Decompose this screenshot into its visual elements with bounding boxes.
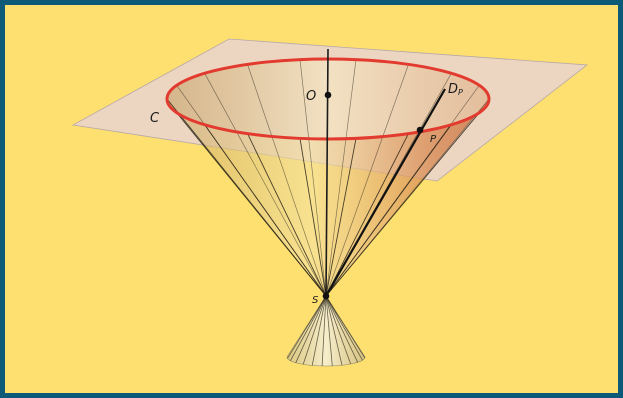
generator-line (247, 64, 327, 297)
lower-generator-line (321, 295, 327, 367)
label-point: P (430, 134, 437, 145)
generator-line (176, 85, 327, 297)
generator-line (166, 98, 327, 297)
lower-generator-line (325, 295, 359, 363)
lower-generator-line (325, 295, 363, 361)
lower-generator-line (325, 295, 333, 366)
label-generatrix-sub: P (458, 88, 463, 97)
generator-line (325, 112, 480, 297)
center-point (324, 91, 332, 99)
lower-generator-line (325, 295, 366, 359)
label-apex: S (312, 295, 319, 306)
diagram-frame: O C S P DP (5, 5, 618, 393)
lower-generator-line (287, 295, 327, 359)
apex-point (322, 292, 330, 300)
point-on-circle (416, 126, 424, 134)
lower-generator-line (290, 295, 327, 361)
generator-line (325, 64, 409, 297)
lower-generator-line (311, 295, 327, 366)
generator-line (325, 138, 357, 297)
generator-line (325, 59, 357, 297)
generator-line (299, 59, 327, 297)
generator-line (325, 85, 480, 297)
cone-upper-nappe (167, 99, 489, 296)
generator-line (204, 73, 327, 297)
generator-line (325, 133, 409, 297)
axis (325, 48, 329, 297)
lower-generator-line (295, 295, 327, 363)
cone-diagram: O C S P DP (71, 38, 589, 367)
generator-line (247, 133, 327, 297)
lower-generator-lines (287, 295, 366, 367)
label-generatrix-main: D (448, 82, 458, 97)
lower-generator-line (302, 295, 327, 365)
label-center: O (306, 89, 316, 104)
label-curve: C (150, 111, 160, 126)
generator-line (299, 138, 327, 297)
label-generatrix: DP (448, 82, 463, 97)
lower-generator-line (325, 295, 352, 365)
generatrix-line (325, 88, 446, 297)
lower-generator-line (325, 295, 343, 366)
